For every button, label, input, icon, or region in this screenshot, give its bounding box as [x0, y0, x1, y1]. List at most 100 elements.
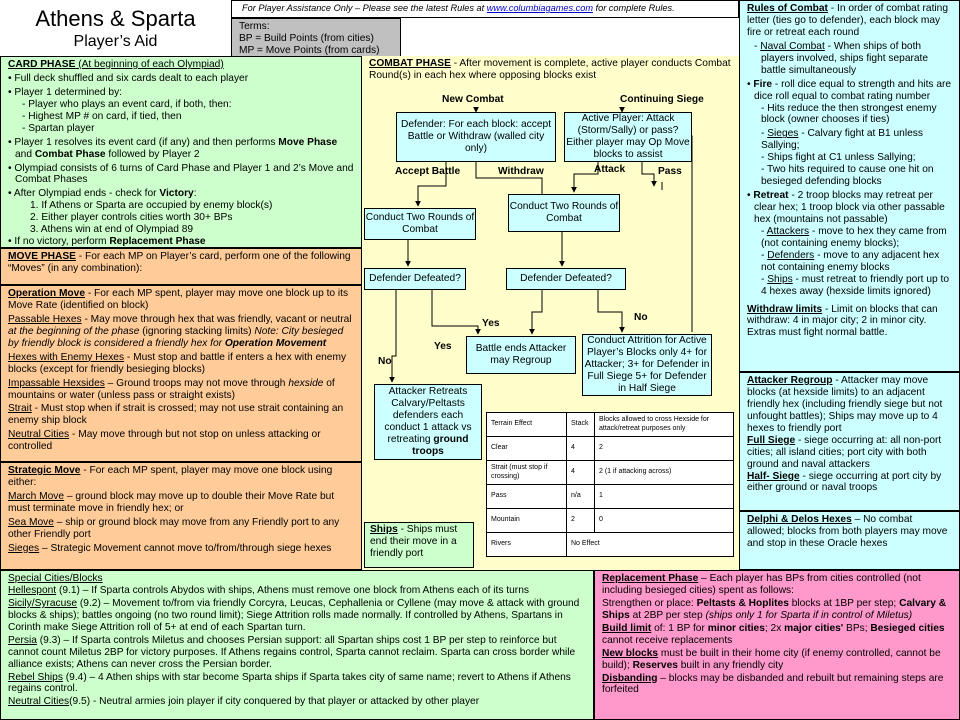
assist-prefix: For Player Assistance Only – Please see … [242, 3, 487, 13]
operation-move-panel: Operation Move - For each MP spent, play… [0, 285, 362, 462]
assist-note: For Player Assistance Only – Please see … [231, 0, 739, 18]
card-bullet-5: • After Olympiad ends - check for Victor… [8, 188, 197, 200]
terms-bp: BP = Build Points (from cities) [239, 32, 374, 44]
impassable-hexsides: Impassable Hexsides – Ground troops may … [8, 377, 335, 401]
terms-heading: Terms: [239, 21, 270, 32]
card-phase-heading: CARD PHASE [8, 59, 76, 70]
neutral-cities-special: Neutral Cities(9.5) - Neutral armies joi… [8, 696, 480, 708]
move-phase-text: - For each MP on Player’s card, perform … [8, 251, 351, 274]
terrain-cell: n/a [566, 484, 595, 509]
defender-defeated-right: Defender Defeated? [506, 268, 626, 290]
battle-ends-box: Battle ends Attacker may Regroup [466, 336, 576, 374]
fire-rule-2: - Hits reduce the then strongest enemy b… [761, 102, 937, 126]
move-phase-panel: MOVE PHASE - For each MP on Player’s car… [0, 248, 362, 285]
card-sub-1: - Player who plays an event card, if bot… [22, 98, 232, 110]
victory-2: 2. Either player controls cities worth 3… [30, 212, 233, 224]
page-title: Athens & Sparta [35, 6, 196, 31]
victory-1: 1. If Athens or Sparta are occupied by e… [30, 200, 273, 212]
persia-rule: Persia (9.3) – If Sparta controls Miletu… [8, 634, 576, 670]
terrain-cell: Rivers [486, 532, 567, 557]
accept-battle-label: Accept Battle [395, 166, 461, 177]
strategic-move-panel: Strategic Move - For each MP spent, play… [0, 462, 362, 570]
special-heading: Special Cities/Blocks [8, 573, 103, 584]
move-phase-heading: MOVE PHASE [8, 251, 76, 262]
terrain-cell: Pass [486, 484, 567, 509]
terrain-cell: Mountain [486, 508, 567, 533]
title-box: Athens & Sparta Player’s Aid [0, 0, 231, 56]
terrain-cell: No Effect [566, 532, 734, 557]
sieges-rule-2: - Ships fight at C1 unless Sallying; [761, 152, 916, 164]
defenders-retreat: - Defenders - move to any adjacent hex n… [761, 249, 940, 273]
terrain-cell: 2 [566, 508, 595, 533]
replacement-phase-panel: Replacement Phase – Each player has BPs … [594, 570, 960, 720]
delphi-delos-panel: Delphi & Delos Hexes – No combat allowed… [739, 511, 960, 570]
terrain-cell: 4 [566, 436, 595, 461]
sicily-rule: Sicily/Syracuse (9.2) – Movement to/from… [8, 597, 580, 633]
yes-label-left: Yes [434, 341, 452, 352]
retreat-rule: • Retreat - 2 troop blocks may retreat p… [747, 190, 945, 225]
card-bullet-6: • If no victory, perform Replacement Pha… [8, 236, 206, 248]
ships-retreat: - Ships - must retreat to friendly port … [761, 273, 949, 297]
new-combat-label: New Combat [442, 94, 504, 105]
terrain-cell: 4 [566, 460, 595, 485]
continuing-siege-label: Continuing Siege [620, 94, 704, 105]
march-move: March Move – ground block may move up to… [8, 490, 335, 514]
new-blocks-rule: New blocks must be built in their home c… [602, 647, 941, 671]
delphi-text: – No combat allowed; blocks from both pl… [747, 514, 948, 549]
two-rounds-left: Conduct Two Rounds of Combat [364, 208, 476, 240]
delphi-heading: Delphi & Delos Hexes [747, 514, 852, 525]
combat-phase-panel: COMBAT PHASE - After movement is complet… [362, 56, 739, 570]
attackers-retreat: - Attackers - move to hex they came from… [761, 225, 947, 249]
fire-rule: • Fire - roll dice equal to strength and… [747, 78, 952, 102]
rules-of-combat-panel: Rules of Combat - In order of combat rat… [739, 0, 960, 372]
defender-choice-box: Defender: For each block: accept Battle … [396, 112, 556, 162]
assist-suffix: for complete Rules. [592, 3, 675, 13]
attacker-regroup-panel: Attacker Regroup - Attacker may move blo… [739, 372, 960, 511]
strat-move-heading: Strategic Move [8, 465, 81, 476]
attacker-retreats-box: Attacker Retreats Calvary/Peltasts defen… [374, 384, 482, 460]
sieges-rule-3: - Two hits required to cause one hit on … [761, 164, 934, 188]
yes-label-right: Yes [482, 318, 500, 329]
combat-intro: COMBAT PHASE - After movement is complet… [369, 58, 731, 81]
rules-link[interactable]: www.columbiagames.com [486, 3, 593, 13]
withdraw-limits: Withdraw limits - Limit on blocks that c… [747, 303, 938, 339]
special-cities-panel: Special Cities/Blocks Hellespont (9.1) –… [0, 570, 594, 720]
terrain-cell: 0 [594, 508, 734, 533]
neutral-cities-rule: Neutral Cities - May move through but no… [8, 429, 321, 453]
card-bullet-1: • Full deck shuffled and six cards dealt… [8, 72, 249, 84]
card-sub-2: - Highest MP # on card, if tied, then [22, 110, 182, 122]
sea-move: Sea Move – ship or ground block may move… [8, 516, 340, 540]
enemy-hexes: Hexes with Enemy Hexes - Must stop and b… [8, 351, 347, 375]
replacement-intro: Replacement Phase – Each player has BPs … [602, 573, 921, 596]
strengthen-rule: Strengthen or place: Peltasts & Hoplites… [602, 597, 947, 621]
active-player-box: Active Player: Attack (Storm/Sally) or p… [564, 112, 692, 162]
half-siege-rule: Half- Siege - siege occurring at port ci… [747, 470, 942, 494]
terrain-header-cell: Stack [566, 412, 595, 437]
no-label-left: No [378, 356, 392, 367]
terrain-cell: Strait (must stop if crossing) [486, 460, 567, 485]
terrain-cell: Clear [486, 436, 567, 461]
terrain-header-cell: Blocks allowed to cross Hexside for atta… [594, 412, 734, 437]
no-label-right: No [634, 312, 648, 323]
two-rounds-right: Conduct Two Rounds of Combat [508, 194, 620, 232]
card-phase-note: (At beginning of each Olympiad) [75, 59, 224, 70]
sieges-move: Sieges – Strategic Movement cannot move … [8, 542, 332, 554]
attack-label: Attack [594, 164, 626, 175]
page-subtitle: Player’s Aid [73, 32, 158, 50]
naval-combat-rule: - Naval Combat - When ships of both play… [754, 40, 929, 76]
attrition-box: Conduct Attrition for Active Player’s Bl… [582, 334, 712, 396]
card-phase-panel: CARD PHASE (At beginning of each Olympia… [0, 56, 362, 248]
terrain-cell: 2 [594, 436, 734, 461]
withdraw-label: Withdraw [498, 166, 544, 177]
disbanding-rule: Disbanding – blocks may be disbanded and… [602, 672, 944, 696]
terrain-cell: 2 (1 if attacking across) [594, 460, 734, 485]
passable-hexes: Passable Hexes - May move through hex th… [8, 313, 352, 349]
hellespont-rule: Hellespont (9.1) – If Sparta controls Ab… [8, 584, 529, 596]
